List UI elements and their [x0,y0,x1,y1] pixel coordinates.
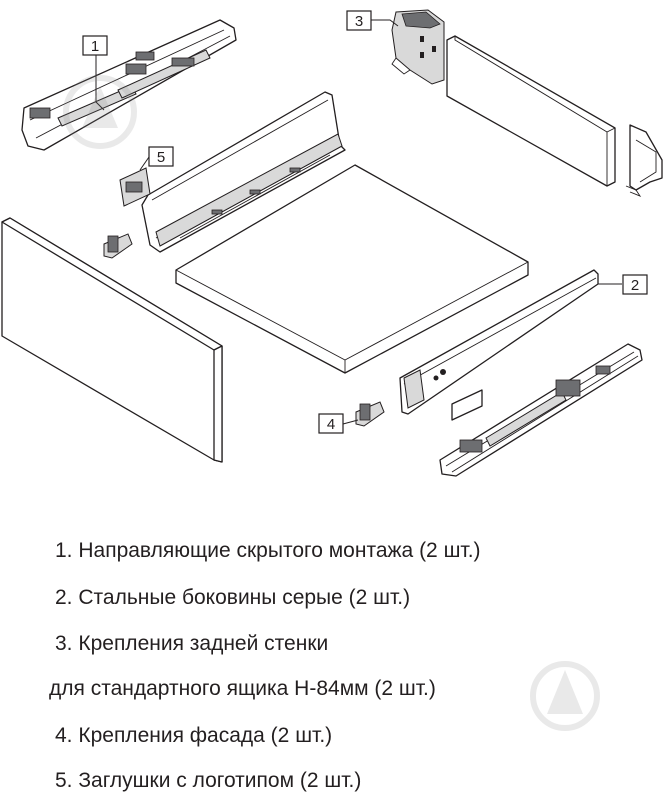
callout-4-label: 4 [327,416,335,433]
runner-left-1 [21,19,237,151]
runner-right-1 [439,343,643,477]
callout-2: 2 [622,274,648,295]
watermark-logo-icon [63,75,137,149]
legend-item-5: 5. Заглушки с логотипом (2 шт.) [55,769,362,792]
bottom-panel [175,164,529,374]
legend-item-3: 3. Крепления задней стенки [55,632,329,655]
logo-cap [119,167,151,207]
front-fixing-clip-left [103,233,133,259]
rear-bracket-3 [391,9,445,85]
callout-5-label: 5 [157,149,165,166]
callout-5: 5 [148,146,174,167]
callout-4: 4 [318,413,344,434]
front-panel [1,217,223,463]
callout-1: 1 [82,35,108,56]
drawer-assembly-diagram: 1 2 3 4 5 [1,9,663,477]
front-fixing-clip-right [355,401,385,427]
back-panel [446,35,616,187]
callout-3: 3 [346,10,372,31]
callout-1-label: 1 [91,38,99,55]
legend-item-2: 2. Стальные боковины серые (2 шт.) [55,586,411,609]
callout-2-label: 2 [631,277,639,294]
legend-item-4: 4. Крепления фасада (2 шт.) [55,724,333,747]
callout-3-label: 3 [355,13,363,30]
watermark-logo-icon-bottom [530,661,600,731]
legend-item-3-continued: для стандартного ящика H-84мм (2 шт.) [49,677,436,700]
steel-side-front [399,269,599,421]
leader-lines [95,19,622,425]
steel-side-rear [141,91,346,253]
legend-item-1: 1. Направляющие скрытого монтажа (2 шт.) [55,539,481,562]
rear-bracket-right [625,124,663,197]
